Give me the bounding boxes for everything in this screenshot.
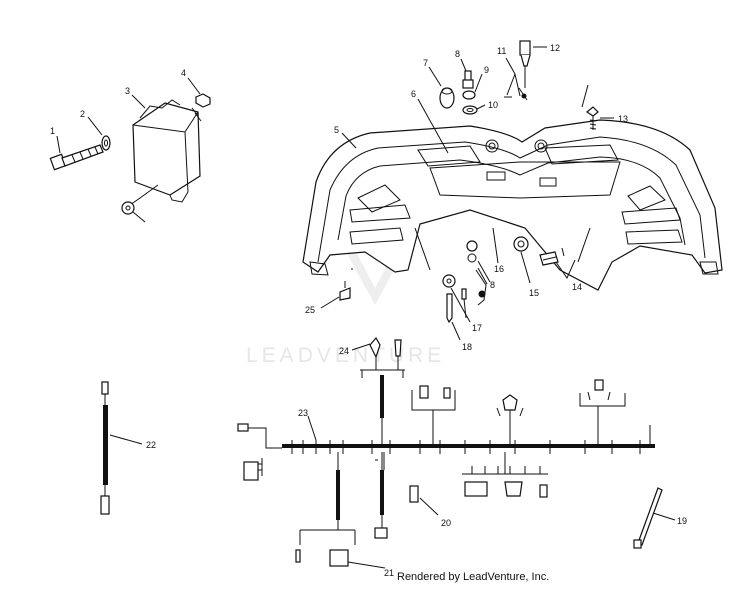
callout-22: 22 xyxy=(146,440,156,450)
callout-5: 5 xyxy=(334,125,339,135)
nut-part xyxy=(191,93,211,122)
callout-1: 1 xyxy=(50,126,55,136)
callout-3: 3 xyxy=(125,86,130,96)
callout-8-lower: 8 xyxy=(490,280,495,290)
connector-pair-part xyxy=(369,336,402,370)
wire-loom-part xyxy=(100,381,110,515)
bulb-socket-part xyxy=(518,40,531,101)
callout-20: 20 xyxy=(441,518,451,528)
dash-panel-part xyxy=(302,119,723,291)
callout-14: 14 xyxy=(572,282,582,292)
screw-part xyxy=(585,106,599,130)
callout-15: 15 xyxy=(529,288,539,298)
bolt-part xyxy=(49,144,104,171)
bulb-socket-lower-part xyxy=(442,274,467,319)
callout-12: 12 xyxy=(550,43,560,53)
wiring-harness-part xyxy=(237,369,655,567)
callout-7: 7 xyxy=(423,58,428,68)
callout-23: 23 xyxy=(298,408,308,418)
bulb-part xyxy=(446,293,453,324)
lower-switch-part xyxy=(466,240,487,306)
harness-clip-part xyxy=(409,485,419,503)
rendered-by-credit: Rendered by LeadVenture, Inc. xyxy=(397,571,550,583)
washer-part xyxy=(101,135,111,151)
callout-21: 21 xyxy=(384,568,394,578)
callout-11: 11 xyxy=(497,46,506,56)
callout-25: 25 xyxy=(305,305,315,315)
rocker-switch-part xyxy=(539,247,565,266)
callout-9: 9 xyxy=(484,65,489,75)
callout-6: 6 xyxy=(411,89,416,99)
grommet-part xyxy=(513,236,529,252)
callout-18: 18 xyxy=(462,342,472,352)
callout-24: 24 xyxy=(339,346,349,356)
callout-8-upper: 8 xyxy=(455,49,460,59)
callout-17: 17 xyxy=(472,323,482,333)
callout-4: 4 xyxy=(181,68,186,78)
knob-part xyxy=(439,87,455,109)
switch-washer-part xyxy=(462,105,478,115)
cable-tie-part xyxy=(633,487,663,549)
callout-16: 16 xyxy=(494,264,504,274)
watermark-text: LEADVENTURE xyxy=(246,344,445,367)
callout-2: 2 xyxy=(80,109,85,119)
switch-part xyxy=(462,70,474,89)
control-module-part xyxy=(121,99,201,223)
mount-screw-part xyxy=(339,281,351,301)
switch-nut-part xyxy=(462,90,476,100)
callout-10: 10 xyxy=(488,100,498,110)
callout-19: 19 xyxy=(677,516,687,526)
callout-13: 13 xyxy=(618,114,628,124)
